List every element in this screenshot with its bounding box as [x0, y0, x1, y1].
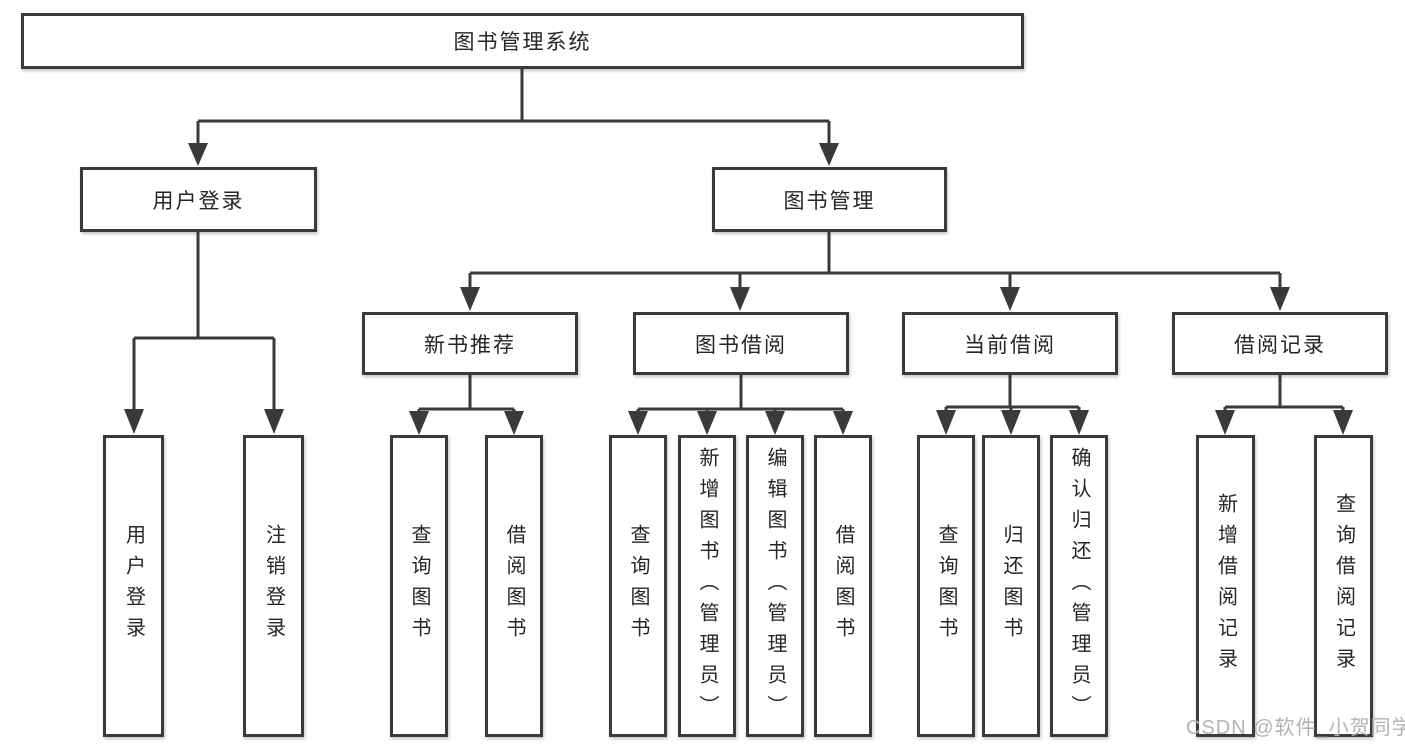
leaf-borrow-query: 查询图书	[609, 435, 667, 737]
node-root: 图书管理系统	[21, 13, 1024, 69]
leaf-newbooks-query: 查询图书	[390, 435, 448, 737]
leaf-newbooks-borrow: 借阅图书	[485, 435, 543, 737]
connector-bookborrow-to-leaves	[636, 375, 845, 415]
node-book-management: 图书管理	[712, 167, 947, 232]
node-user-login: 用户登录	[80, 167, 317, 232]
leaf-borrow-edit-admin: 编辑图书（管理员）	[746, 435, 804, 737]
leaf-records-add: 新增借阅记录	[1196, 435, 1255, 737]
connector-currentborrow-to-leaves	[944, 375, 1081, 415]
node-book-borrow: 图书借阅	[633, 312, 849, 375]
node-current-borrow: 当前借阅	[902, 312, 1118, 375]
leaf-logout: 注销登录	[243, 435, 304, 737]
connector-root-to-level2	[196, 68, 831, 146]
leaf-records-query: 查询借阅记录	[1314, 435, 1373, 737]
leaf-current-confirm-return-admin: 确认归还（管理员）	[1050, 435, 1108, 737]
leaf-user-login: 用户登录	[103, 435, 164, 737]
leaf-current-query: 查询图书	[917, 435, 975, 737]
csdn-watermark: CSDN @软件_小贺同学	[1186, 717, 1405, 739]
node-new-book-recommend: 新书推荐	[362, 312, 578, 375]
connector-newbooks-to-leaves	[417, 375, 516, 415]
connector-records-to-leaves	[1223, 375, 1345, 415]
connector-bookmgmt-to-level3	[468, 232, 1282, 290]
leaf-borrow-borrow: 借阅图书	[814, 435, 872, 737]
leaf-borrow-add-admin: 新增图书（管理员）	[678, 435, 736, 737]
leaf-current-return: 归还图书	[982, 435, 1040, 737]
connector-userlogin-to-leaves	[132, 232, 276, 412]
arrowheads	[124, 143, 1353, 435]
node-borrow-records: 借阅记录	[1172, 312, 1388, 375]
